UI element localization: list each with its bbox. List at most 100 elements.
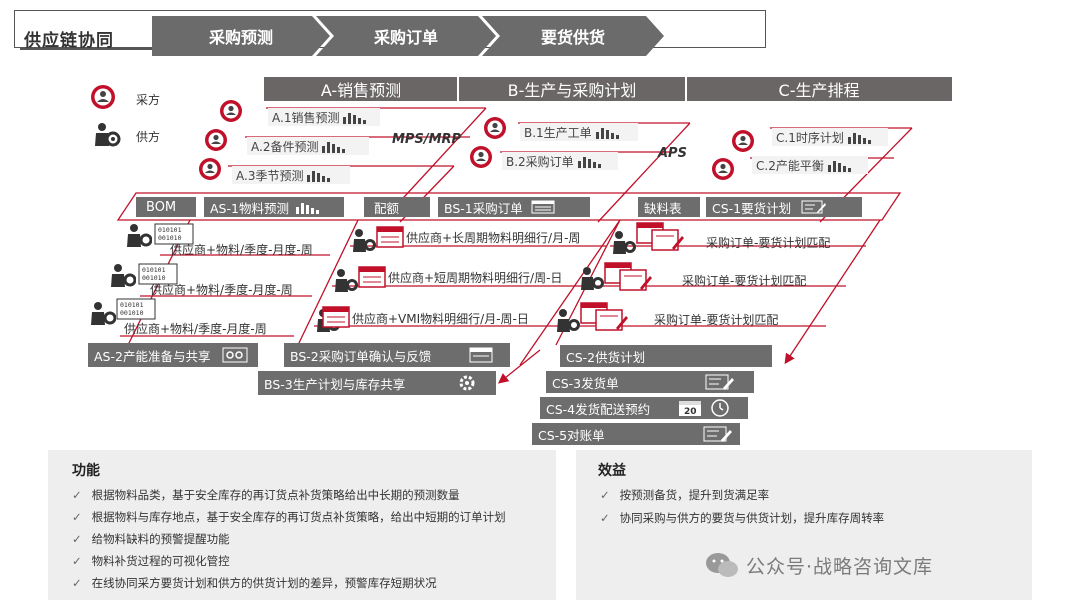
cs-detail-2: 采购订单-要货计划匹配 xyxy=(682,274,807,288)
step-supply: 要货供货 xyxy=(482,16,664,56)
buyer-icon xyxy=(91,85,115,109)
supplier-icon xyxy=(613,231,636,254)
function-item: ✓在线协同采方要货计划和供方的供货计划的差异，预警库存短期状况 xyxy=(72,576,437,590)
step-purchase-order: 采购订单 xyxy=(316,16,496,56)
check-icon: ✓ xyxy=(600,511,610,525)
order-form-icon xyxy=(358,266,386,288)
supplier-icon xyxy=(581,267,604,290)
check-icon: ✓ xyxy=(72,532,82,546)
as-detail-1: 供应商+物料/季度-月度-周 xyxy=(170,243,313,257)
gear-wrench-icon xyxy=(459,375,475,391)
shortage-box: 缺料表 xyxy=(638,197,700,217)
phase-divider xyxy=(457,77,459,101)
svg-text:001010: 001010 xyxy=(120,309,144,317)
supplier-icon xyxy=(127,224,152,247)
cs2-label: CS-2供货计划 xyxy=(566,349,646,365)
clock-icon xyxy=(711,399,729,417)
as-detail-2: 供应商+物料/季度-月度-周 xyxy=(150,283,293,297)
functions-panel xyxy=(48,450,556,600)
b2-label: B.2采购订单 xyxy=(506,154,574,169)
function-item: ✓物料补货过程的可视化管控 xyxy=(72,554,230,568)
bs3-label: BS-3生产计划与库存共享 xyxy=(264,376,406,392)
mps-mrp-tag: MPS/MRP xyxy=(392,132,462,147)
a3-label: A.3季节预测 xyxy=(236,168,304,183)
check-icon: ✓ xyxy=(600,488,610,502)
supplier-icon xyxy=(335,269,358,292)
check-icon: ✓ xyxy=(72,554,82,568)
supplier-icon xyxy=(91,302,116,325)
check-icon: ✓ xyxy=(72,576,82,590)
phase-a: A-销售预测 xyxy=(264,77,458,101)
quota-box: 配额 xyxy=(364,197,430,217)
benefits-title: 效益 xyxy=(598,463,626,479)
supplier-icon xyxy=(353,229,376,252)
bs2-label: BS-2采购订单确认与反馈 xyxy=(290,348,432,364)
function-item: ✓根据物料品类，基于安全库存的再订货点补货策略给出中长期的预测数量 xyxy=(72,488,460,502)
function-item: ✓给物料缺料的预警提醒功能 xyxy=(72,532,230,546)
calendar-icon: 20 xyxy=(679,401,702,417)
svg-text:010101: 010101 xyxy=(120,301,144,309)
buyer-icon xyxy=(470,146,492,168)
buyer-icon xyxy=(484,117,506,139)
bom-box: BOM xyxy=(136,197,196,217)
cs-detail-3: 采购订单-要货计划匹配 xyxy=(654,313,779,327)
c2-label: C.2产能平衡 xyxy=(756,158,824,173)
cs3-label: CS-3发货单 xyxy=(552,375,619,391)
phase-divider xyxy=(685,77,687,101)
step-procurement-forecast: 采购预测 xyxy=(152,16,330,56)
bar-chart-icon xyxy=(577,157,601,168)
bar-chart-icon xyxy=(322,142,346,153)
bs-detail-2: 供应商+短周期物料明细行/周-日 xyxy=(388,271,563,285)
supplier-icon xyxy=(111,264,136,287)
check-icon: ✓ xyxy=(72,510,82,524)
buyer-icon xyxy=(205,129,227,151)
phase-b: B-生产与采购计划 xyxy=(458,77,686,101)
cs-detail-1: 采购订单-要货计划匹配 xyxy=(706,236,831,250)
match-forms-icon xyxy=(636,222,684,251)
order-form-icon xyxy=(376,226,404,248)
bs-detail-3: 供应商+VMI物料明细行/月-周-日 xyxy=(352,312,529,326)
benefits-panel xyxy=(576,450,1032,600)
svg-text:001010: 001010 xyxy=(158,234,182,242)
cs4-label: CS-4发货配送预约 xyxy=(546,401,651,417)
supplier-icon xyxy=(557,309,580,332)
benefit-item: ✓协同采购与供方的要货与供货计划，提升库存周转率 xyxy=(600,511,885,525)
bar-chart-icon xyxy=(595,128,619,139)
title-underline xyxy=(20,48,154,50)
buyer-icon xyxy=(732,130,754,152)
buyer-icon xyxy=(712,158,734,180)
bs-detail-1: 供应商+长周期物料明细行/月-周 xyxy=(406,231,581,245)
as2-label: AS-2产能准备与共享 xyxy=(94,348,211,364)
bar-chart-icon xyxy=(827,161,851,172)
wechat-icon xyxy=(706,553,738,577)
svg-text:010101: 010101 xyxy=(142,266,166,274)
order-form-icon xyxy=(322,306,350,328)
edit-form-icon xyxy=(703,426,732,442)
function-item: ✓根据物料与库存地点，基于安全库存的再订货点补货策略，给出中短期的订单计划 xyxy=(72,510,506,524)
page-title: 供应链协同 xyxy=(24,31,114,51)
legend-supplier-label: 供方 xyxy=(136,130,161,144)
bar-chart-icon xyxy=(295,203,319,214)
match-forms-icon xyxy=(580,302,628,331)
functions-title: 功能 xyxy=(72,463,100,479)
svg-text:010101: 010101 xyxy=(158,226,182,234)
phase-c: C-生产排程 xyxy=(686,77,952,101)
cs5-label: CS-5对账单 xyxy=(538,427,605,443)
b1-label: B.1生产工单 xyxy=(524,125,592,140)
match-forms-icon xyxy=(604,262,652,291)
bar-chart-icon xyxy=(847,133,871,144)
buyer-icon xyxy=(220,100,242,122)
form-icon xyxy=(531,200,555,214)
as-detail-3: 供应商+物料/季度-月度-周 xyxy=(124,322,267,336)
bar-chart-icon xyxy=(307,171,331,182)
calendar-number: 20 xyxy=(684,407,697,417)
edit-form-icon xyxy=(705,374,734,390)
buyer-icon xyxy=(199,158,221,180)
as1-label: AS-1物料预测 xyxy=(210,200,289,216)
edit-form-icon xyxy=(801,200,827,214)
watermark-text: 公众号·战略咨询文库 xyxy=(746,556,934,578)
cs1-label: CS-1要货计划 xyxy=(712,200,792,216)
cs2-box: CS-2供货计划 xyxy=(560,345,772,367)
benefit-item: ✓按预测备货，提升到货满足率 xyxy=(600,488,770,502)
